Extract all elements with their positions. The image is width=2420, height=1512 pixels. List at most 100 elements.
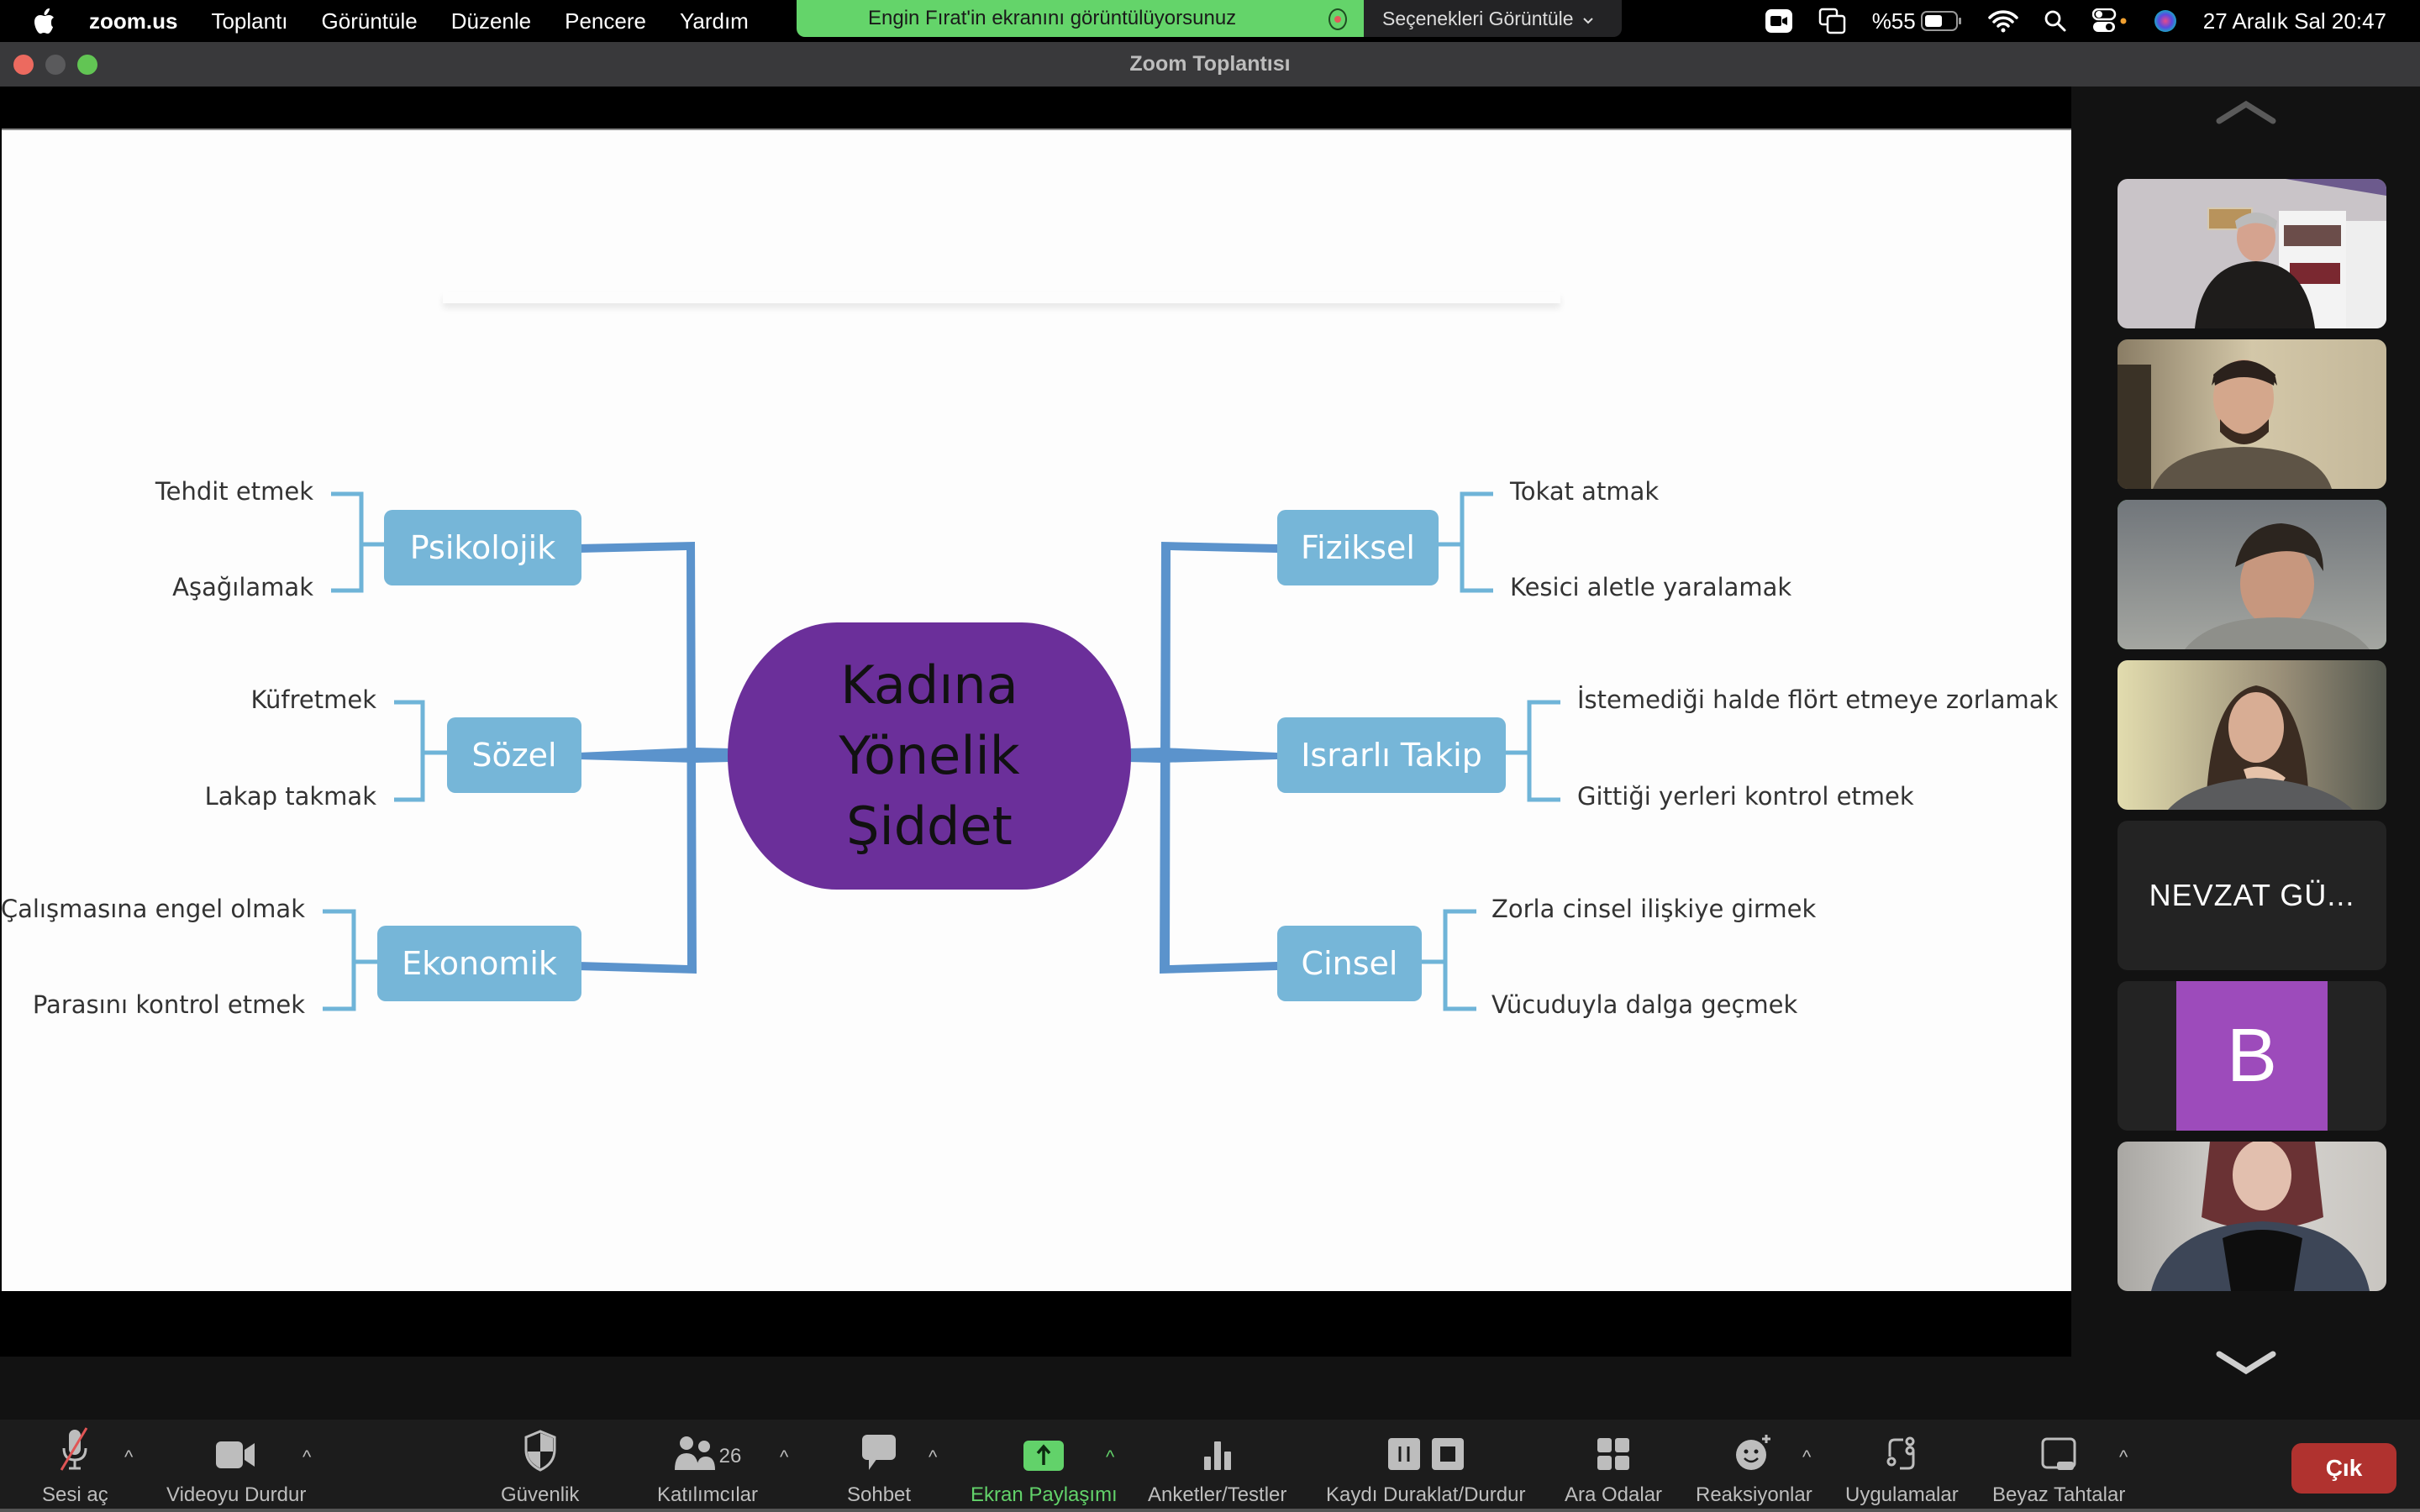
participants-icon — [674, 1436, 715, 1470]
chevron-up-icon — [2216, 100, 2275, 124]
apps-label: Uygulamalar — [1845, 1483, 1959, 1506]
menu-view[interactable]: Görüntüle — [321, 8, 418, 34]
menu-meeting[interactable]: Toplantı — [211, 8, 288, 34]
bracket-psikolojik — [331, 491, 384, 593]
reactions-button[interactable]: Reaksiyonlar — [1696, 1420, 1812, 1509]
fullscreen-window-button[interactable] — [77, 55, 97, 75]
menu-window[interactable]: Pencere — [565, 8, 646, 34]
polls-label: Anketler/Testler — [1148, 1483, 1287, 1506]
menu-app-name[interactable]: zoom.us — [89, 8, 178, 34]
branch-fiziksel: Fiziksel — [1277, 510, 1439, 585]
participant-tile[interactable] — [2118, 660, 2386, 810]
share-screen-icon — [1023, 1441, 1065, 1471]
participant-tile[interactable] — [2118, 1142, 2386, 1291]
viewing-share-text: Engin Fırat'in ekranını görüntülüyorsunu… — [868, 7, 1237, 29]
right-trunk — [1128, 542, 1277, 974]
branch-psikolojik: Psikolojik — [384, 510, 581, 585]
breakout-rooms-label: Ara Odalar — [1565, 1483, 1663, 1506]
stop-video-button[interactable]: Videoyu Durdur — [166, 1420, 306, 1509]
participant-tile[interactable] — [2118, 339, 2386, 489]
apps-button[interactable]: Uygulamalar — [1845, 1420, 1959, 1509]
battery-percent: %55 — [1871, 8, 1916, 34]
unmute-button[interactable]: Sesi aç — [42, 1420, 108, 1509]
leaf-tokat-atmak: Tokat atmak — [1510, 477, 1660, 506]
minimize-window-button[interactable] — [45, 55, 66, 75]
leaf-gittigi-yerler: Gittiği yerleri kontrol etmek — [1577, 782, 1914, 811]
participants-options-caret[interactable]: ^ — [780, 1446, 789, 1467]
mindmap-center-node: Kadına Yönelik Şiddet — [728, 622, 1131, 890]
close-window-button[interactable] — [13, 55, 34, 75]
chat-button[interactable]: Sohbet — [847, 1420, 911, 1509]
recording-controls-button[interactable]: Kaydı Duraklat/Durdur — [1326, 1420, 1525, 1509]
whiteboards-button[interactable]: Beyaz Tahtalar — [1992, 1420, 2125, 1509]
breakout-rooms-icon — [1597, 1438, 1630, 1470]
menubar-status-area: %55 27 Aralık Sal 20:47 — [1765, 0, 2386, 42]
reactions-label: Reaksiyonlar — [1696, 1483, 1812, 1506]
whiteboard-icon — [2041, 1437, 2076, 1470]
siri-icon[interactable] — [2153, 8, 2178, 34]
bracket-fiziksel — [1439, 491, 1493, 593]
leaf-vucuduyla-dalga: Vücuduyla dalga geçmek — [1491, 990, 1798, 1019]
slide-top-divider — [443, 291, 1560, 303]
menu-edit[interactable]: Düzenle — [450, 8, 532, 34]
participants-button[interactable]: 26 Katılımcılar — [657, 1420, 758, 1509]
trunk-right-mid — [1128, 748, 1277, 763]
shared-screen[interactable]: Kadına Yönelik Şiddet Psikolojik Tehdit … — [0, 87, 2071, 1357]
zoom-status-icon[interactable] — [1765, 8, 1793, 34]
leaf-parasini-kontrol: Parasını kontrol etmek — [32, 990, 305, 1019]
shield-icon — [524, 1430, 556, 1472]
security-button[interactable]: Güvenlik — [501, 1420, 579, 1509]
clock[interactable]: 27 Aralık Sal 20:47 — [2202, 8, 2386, 34]
participant-video — [2118, 660, 2386, 810]
menu-help[interactable]: Yardım — [679, 8, 749, 34]
content-bottom-strip — [0, 1357, 2071, 1420]
unmute-label: Sesi aç — [42, 1483, 108, 1506]
participant-gallery: NEVZAT GÜ... B — [2071, 87, 2420, 1420]
chat-bubble-icon — [862, 1435, 897, 1470]
participant-tile-avatar[interactable]: B — [2118, 981, 2386, 1131]
apple-menu-icon[interactable] — [32, 7, 57, 35]
bar-chart-icon — [1203, 1441, 1231, 1470]
control-center-icon[interactable] — [2091, 8, 2128, 34]
audio-options-caret[interactable]: ^ — [124, 1446, 134, 1467]
participant-tile-active-speaker[interactable] — [2118, 500, 2386, 649]
microphone-muted-icon — [60, 1427, 88, 1471]
video-options-caret[interactable]: ^ — [302, 1446, 312, 1467]
window-titlebar: Zoom Toplantısı — [0, 42, 2420, 87]
stop-video-label: Videoyu Durdur — [166, 1483, 307, 1506]
chevron-down-icon — [2216, 1351, 2275, 1375]
gallery-scroll-up-button[interactable] — [2071, 87, 2420, 137]
participant-video — [2118, 1142, 2386, 1291]
spotlight-search-icon[interactable] — [2044, 9, 2067, 33]
breakout-rooms-button[interactable]: Ara Odalar — [1565, 1420, 1662, 1509]
share-options-caret[interactable]: ^ — [1106, 1446, 1115, 1467]
wifi-icon[interactable] — [1987, 9, 2018, 33]
mindmap-connectors — [323, 491, 1560, 1011]
shared-slide: Kadına Yönelik Şiddet Psikolojik Tehdit … — [1, 129, 2071, 1291]
bracket-cinsel — [1422, 909, 1476, 1011]
gallery-scroll-down-button[interactable] — [2071, 1338, 2420, 1389]
screen-mirroring-icon[interactable] — [1818, 8, 1847, 34]
participant-video — [2118, 339, 2386, 489]
recording-indicator-icon — [1328, 8, 1347, 30]
center-line-3: Şiddet — [846, 795, 1013, 857]
meeting-toolbar: Sesi aç ^ Videoyu Durdur ^ Güvenlik 26 K… — [0, 1420, 2420, 1512]
leaf-flort-zorlamak: İstemediği halde flört etmeye zorlamak — [1577, 685, 2059, 714]
chat-options-caret[interactable]: ^ — [929, 1446, 938, 1467]
participant-tile[interactable] — [2118, 179, 2386, 328]
whiteboards-options-caret[interactable]: ^ — [2119, 1446, 2128, 1467]
view-options-label: Seçenekleri Görüntüle — [1382, 7, 1574, 29]
reactions-options-caret[interactable]: ^ — [1802, 1446, 1812, 1467]
participant-tile-name-only[interactable]: NEVZAT GÜ... — [2118, 821, 2386, 970]
battery-status[interactable]: %55 — [1872, 8, 1963, 34]
viewing-share-indicator: Engin Fırat'in ekranını görüntülüyorsunu… — [797, 0, 1364, 37]
share-screen-button[interactable]: Ekran Paylaşımı — [971, 1420, 1118, 1509]
view-options-button[interactable]: Seçenekleri Görüntüle — [1364, 0, 1622, 37]
apps-icon — [1886, 1436, 1915, 1470]
bracket-ekonomik — [323, 909, 377, 1011]
polls-button[interactable]: Anketler/Testler — [1148, 1420, 1286, 1509]
center-line-1: Kadına — [840, 654, 1018, 716]
left-trunk — [578, 542, 731, 974]
leave-meeting-button[interactable]: Çık — [2291, 1443, 2396, 1494]
leaf-lakap-takmak: Lakap takmak — [204, 782, 376, 811]
